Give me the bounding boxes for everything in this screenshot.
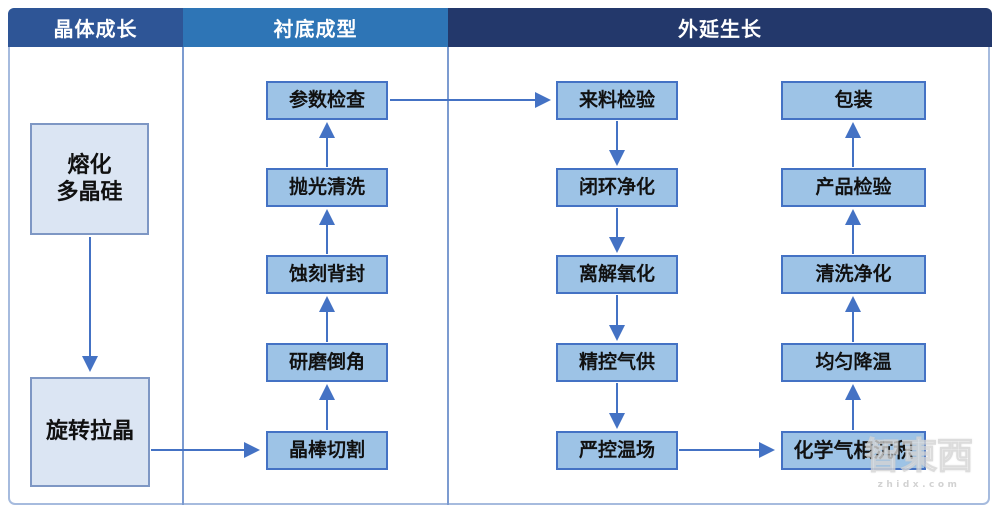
node-parameter-check: 参数检查 (266, 81, 388, 120)
node-rotary-pulling: 旋转拉晶 (30, 377, 150, 487)
node-precise-gas-supply: 精控气供 (556, 343, 678, 382)
node-closedloop-purify: 闭环净化 (556, 168, 678, 207)
node-cvd: 化学气相沉积 (781, 431, 926, 470)
node-grind-chamfer: 研磨倒角 (266, 343, 388, 382)
node-incoming-inspection: 来料检验 (556, 81, 678, 120)
node-etch-backseal: 蚀刻背封 (266, 255, 388, 294)
node-ingot-cutting: 晶棒切割 (266, 431, 388, 470)
column-divider-1 (182, 47, 184, 505)
header-substrate-forming: 衬底成型 (183, 8, 448, 47)
node-strict-temp-control: 严控温场 (556, 431, 678, 470)
node-polish-clean: 抛光清洗 (266, 168, 388, 207)
node-dissociation-oxidation: 离解氧化 (556, 255, 678, 294)
header-crystal-growth-label: 晶体成长 (53, 17, 138, 41)
header-substrate-forming-label: 衬底成型 (273, 17, 358, 41)
node-packaging: 包装 (781, 81, 926, 120)
column-divider-2 (447, 47, 449, 505)
node-melt-polysilicon: 熔化 多晶硅 (30, 123, 149, 235)
header-crystal-growth: 晶体成长 (8, 8, 183, 47)
header-epitaxial-growth-label: 外延生长 (678, 17, 762, 41)
header-epitaxial-growth: 外延生长 (448, 8, 992, 47)
node-clean-purify: 清洗净化 (781, 255, 926, 294)
node-uniform-cooling: 均匀降温 (781, 343, 926, 382)
node-product-inspection: 产品检验 (781, 168, 926, 207)
